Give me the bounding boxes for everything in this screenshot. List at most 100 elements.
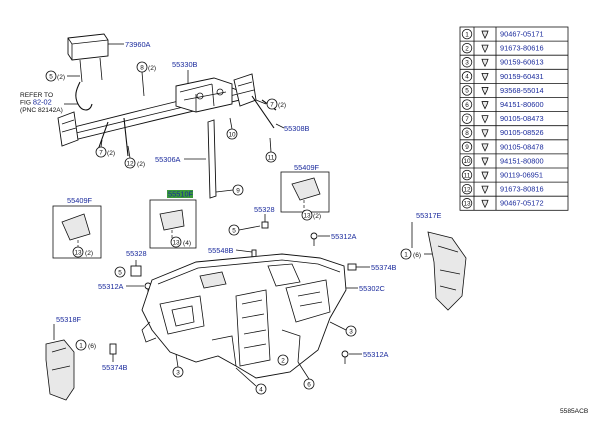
part-label-55409f-left[interactable]: 55409F <box>67 196 93 205</box>
part-label-73960a[interactable]: 73960A <box>125 40 151 49</box>
callout-7-left: 7 (2) <box>95 139 115 158</box>
table-row[interactable]: 12 91673-80816 <box>460 181 568 197</box>
table-row[interactable]: 6 94151-80600 <box>460 97 568 112</box>
svg-text:(6): (6) <box>88 343 96 350</box>
row-number: 1 <box>465 31 469 38</box>
fastener-icon <box>481 199 489 209</box>
fastener-icon <box>481 185 489 195</box>
part-number[interactable]: 91673-80616 <box>500 44 544 53</box>
instrument-panel[interactable] <box>141 253 347 379</box>
vertical-brace[interactable] <box>207 119 217 199</box>
callout-6: 6 <box>297 361 315 390</box>
row-number: 8 <box>465 130 469 137</box>
part-label-55302c[interactable]: 55302C <box>359 284 386 293</box>
table-row[interactable]: 4 90159-60431 <box>460 68 568 84</box>
part-label-55548b[interactable]: 55548B <box>208 246 234 255</box>
highlight-55510f <box>167 190 193 198</box>
row-number: 4 <box>465 74 469 81</box>
part-label-55330b[interactable]: 55330B <box>172 60 198 69</box>
part-label-55312a-top[interactable]: 55312A <box>331 232 357 241</box>
table-row[interactable]: 10 94151-80800 <box>460 153 568 168</box>
part-number[interactable]: 90119-06951 <box>500 170 543 179</box>
parts-table-border <box>459 26 569 211</box>
row-number-circle <box>461 99 473 110</box>
part-number[interactable]: 90467-05172 <box>500 199 544 208</box>
fastener-icon <box>481 171 489 180</box>
row-number: 13 <box>463 200 471 207</box>
part-label-55317e[interactable]: 55317E <box>416 211 442 220</box>
clip-55328-left[interactable] <box>130 260 142 277</box>
svg-text:(PNC 82142A): (PNC 82142A) <box>20 107 63 114</box>
side-panel-left[interactable] <box>45 339 75 401</box>
row-number-circle <box>461 155 473 167</box>
part-number[interactable]: 93568-55014 <box>500 86 544 95</box>
part-number[interactable]: 90105-08478 <box>500 142 544 151</box>
side-panel-right[interactable] <box>427 231 467 311</box>
svg-text:13: 13 <box>172 239 180 246</box>
svg-text:1: 1 <box>404 251 408 258</box>
row-number-circle <box>461 198 473 209</box>
part-number[interactable]: 90159-60613 <box>500 58 544 67</box>
clip-55374b-right[interactable] <box>347 263 357 271</box>
reinforcement-beam[interactable] <box>57 73 277 157</box>
row-number: 10 <box>463 158 471 165</box>
callout-10: 10 <box>226 117 238 140</box>
part-label-55318f[interactable]: 55318F <box>56 315 82 324</box>
part-label-55409f-right[interactable]: 55409F <box>294 163 320 172</box>
row-number: 6 <box>465 102 469 109</box>
callout-8-top: 8 (2) <box>136 61 156 97</box>
part-number[interactable]: 90105-08526 <box>500 128 544 137</box>
clip-55328-upper[interactable] <box>261 214 269 229</box>
airbag-harness <box>75 81 93 111</box>
row-number: 12 <box>463 186 471 193</box>
screw-55312a-top[interactable] <box>310 232 318 246</box>
svg-text:12: 12 <box>126 160 134 167</box>
table-row[interactable]: 11 90119-06951 <box>460 167 568 183</box>
row-number: 11 <box>464 172 471 179</box>
row-number-circle <box>461 57 473 68</box>
part-label-55374b-right[interactable]: 55374B <box>371 263 397 272</box>
part-number[interactable]: 94151-80800 <box>500 156 544 165</box>
row-number-circle <box>461 141 473 153</box>
svg-text:6: 6 <box>307 381 311 388</box>
row-number-circle <box>461 85 473 96</box>
table-row[interactable]: 8 90105-08526 <box>460 125 568 140</box>
part-label-55328-upper[interactable]: 55328 <box>254 205 275 214</box>
part-label-55374b-left[interactable]: 55374B <box>102 363 128 372</box>
part-label-55306a[interactable]: 55306A <box>155 155 181 164</box>
part-number[interactable]: 91673-80816 <box>500 185 544 194</box>
part-label-55510f[interactable]: 55510F <box>168 190 194 199</box>
table-row[interactable]: 3 90159-60613 <box>460 54 568 70</box>
table-row[interactable]: 13 90467-05172 <box>460 195 568 211</box>
callout-5-top: 5 (2) <box>45 70 80 82</box>
clip-55374b-left[interactable] <box>109 343 117 355</box>
screw-55312a-lower[interactable] <box>341 350 349 364</box>
part-label-55312a-left[interactable]: 55312A <box>98 282 124 291</box>
part-label-55312a-lower[interactable]: 55312A <box>363 350 389 359</box>
fastener-icon <box>481 157 489 166</box>
trim-panel-left[interactable] <box>52 205 102 259</box>
airbag-module[interactable] <box>67 33 109 83</box>
row-number: 3 <box>465 59 469 66</box>
svg-text:REFER TO: REFER TO <box>20 92 53 99</box>
part-number[interactable]: 90105-08473 <box>500 114 544 123</box>
table-row[interactable]: 1 90467-05171 <box>461 27 544 42</box>
svg-text:(2): (2) <box>148 65 156 72</box>
row-number-circle <box>461 113 473 124</box>
callout-13-right: 13 (2) <box>301 209 321 221</box>
svg-text:9: 9 <box>236 187 240 194</box>
part-number[interactable]: 90159-60431 <box>500 72 544 81</box>
part-number[interactable]: 94151-80600 <box>500 100 544 109</box>
part-label-55328-left[interactable]: 55328 <box>126 249 147 258</box>
trim-panel-right[interactable] <box>280 171 330 214</box>
svg-text:7: 7 <box>99 149 103 156</box>
svg-text:5: 5 <box>118 269 122 276</box>
part-label-55308b[interactable]: 55308B <box>284 124 310 133</box>
fastener-icon <box>481 87 489 96</box>
callout-9: 9 <box>215 184 244 196</box>
part-number[interactable]: 90467-05171 <box>500 29 544 38</box>
